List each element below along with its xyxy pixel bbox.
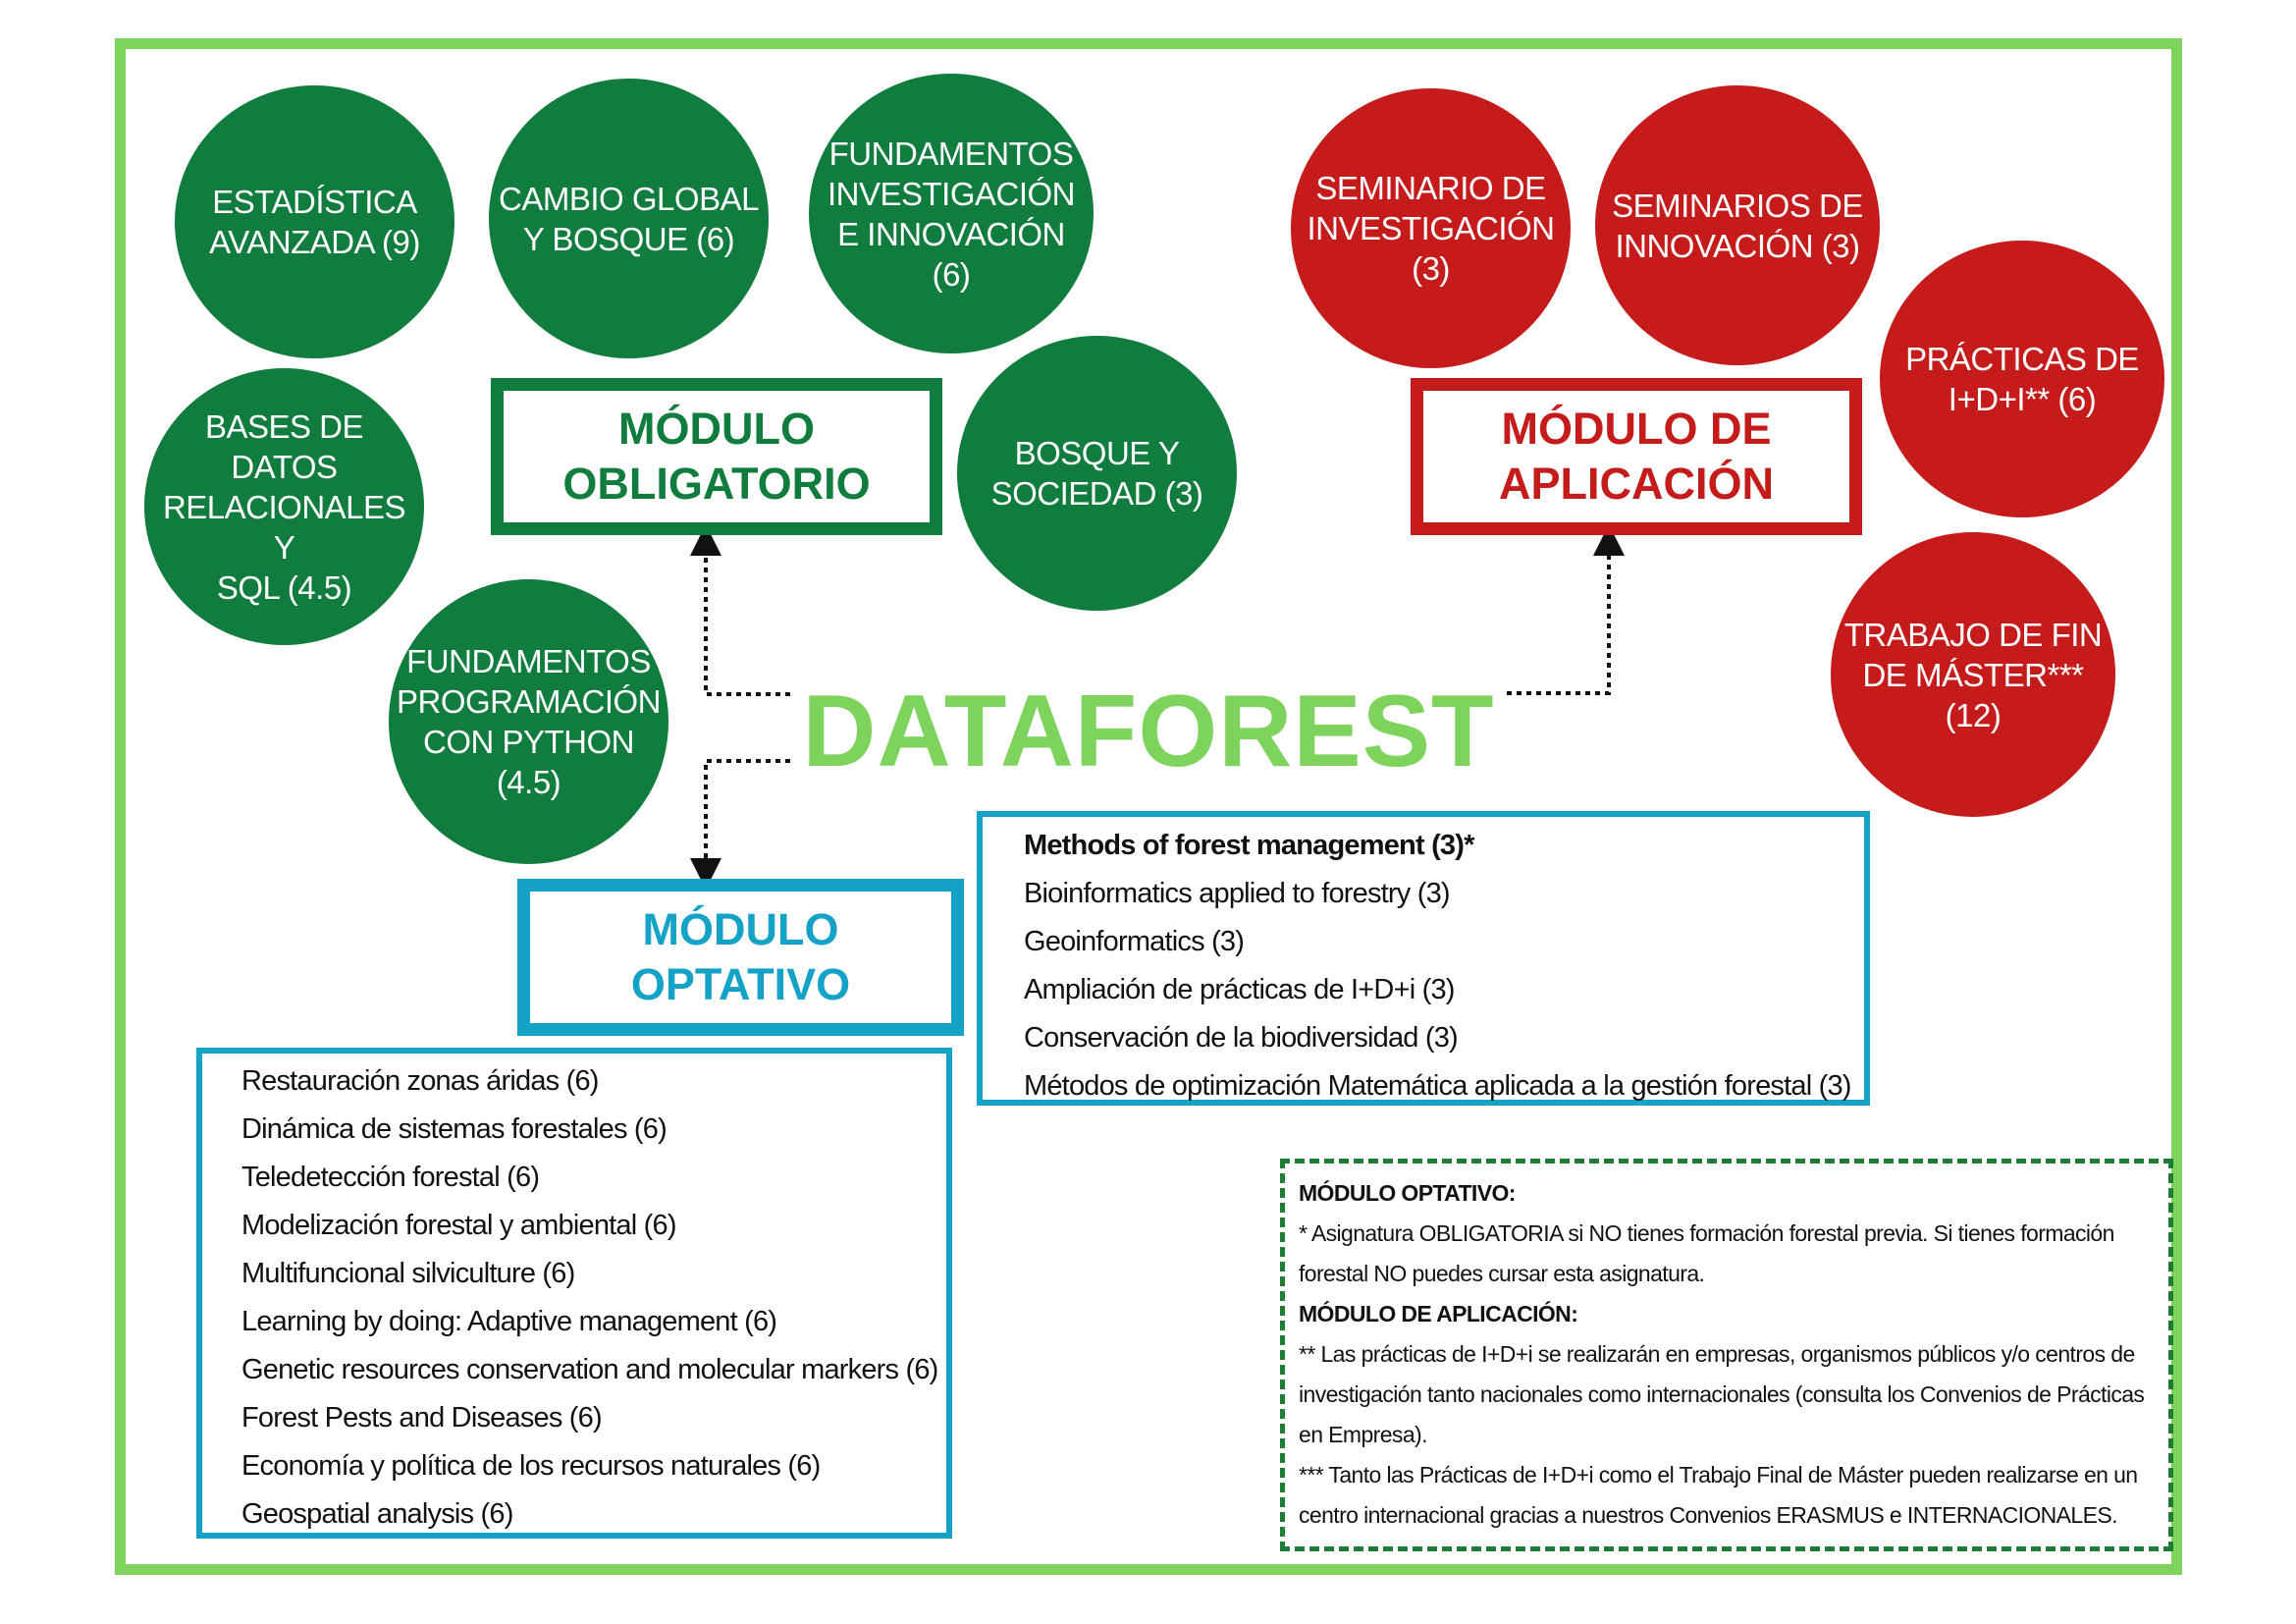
course-seminario-investigacion: SEMINARIO DE INVESTIGACIÓN (3) <box>1291 88 1571 368</box>
notes-optativo-heading: MÓDULO OPTATIVO: <box>1299 1180 1516 1206</box>
list-item: Modelización forestal y ambiental (6) <box>241 1210 676 1241</box>
list-item: Bioinformatics applied to forestry (3) <box>1024 878 1451 909</box>
list-item: Forest Pests and Diseases (6) <box>241 1402 603 1434</box>
connector-obligatorio <box>690 524 790 696</box>
list-item: Conservación de la biodiversidad (3) <box>1024 1022 1459 1054</box>
list-item: Learning by doing: Adaptive management (… <box>241 1306 777 1337</box>
modulo-optativo-box: MÓDULO OPTATIVO <box>517 879 964 1036</box>
course-seminarios-innovacion: SEMINARIOS DE INNOVACIÓN (3) <box>1595 85 1880 365</box>
course-trabajo-fin-master: TRABAJO DE FIN DE MÁSTER*** (12) <box>1831 532 2115 817</box>
notes-aplicacion-text-2: *** Tanto las Prácticas de I+D+i como el… <box>1299 1462 2138 1528</box>
course-fundamentos-investigacion: FUNDAMENTOS INVESTIGACIÓN E INNOVACIÓN (… <box>809 74 1094 353</box>
notes-aplicacion-heading: MÓDULO DE APLICACIÓN: <box>1299 1301 1578 1326</box>
optativo-list-right: Methods of forest management (3)* Bioinf… <box>977 811 1870 1106</box>
notes-aplicacion-text-1: ** Las prácticas de I+D+i se realizarán … <box>1299 1341 2145 1447</box>
list-item: Geospatial analysis (6) <box>241 1498 513 1530</box>
list-item: Geoinformatics (3) <box>1024 926 1245 957</box>
course-bosque-sociedad: BOSQUE Y SOCIEDAD (3) <box>957 336 1237 611</box>
list-item: Methods of forest management (3)* <box>1024 830 1474 861</box>
course-cambio-global-bosque: CAMBIO GLOBAL Y BOSQUE (6) <box>489 79 769 358</box>
optativo-list-left: Restauración zonas áridas (6) Dinámica d… <box>196 1048 952 1539</box>
outer-frame <box>115 38 2182 1575</box>
modulo-aplicacion-box: MÓDULO DE APLICACIÓN <box>1411 378 1862 535</box>
footnotes-box: MÓDULO OPTATIVO: * Asignatura OBLIGATORI… <box>1280 1159 2173 1551</box>
list-item: Multifuncional silviculture (6) <box>241 1258 575 1289</box>
list-item: Ampliación de prácticas de I+D+i (3) <box>1024 974 1455 1005</box>
list-item: Dinámica de sistemas forestales (6) <box>241 1113 667 1145</box>
course-practicas-idi: PRÁCTICAS DE I+D+I** (6) <box>1880 241 2164 517</box>
dataforest-title: DATAFOREST <box>802 675 1495 788</box>
notes-optativo-text: * Asignatura OBLIGATORIA si NO tienes fo… <box>1299 1220 2114 1286</box>
course-estadistica-avanzada: ESTADÍSTICA AVANZADA (9) <box>175 85 454 358</box>
list-item: Teledetección forestal (6) <box>241 1162 540 1193</box>
connector-aplicacion <box>1507 524 1625 695</box>
course-bases-de-datos: BASES DE DATOS RELACIONALES Y SQL (4.5) <box>144 368 424 645</box>
list-item: Economía y política de los recursos natu… <box>241 1450 821 1482</box>
course-fundamentos-python: FUNDAMENTOS PROGRAMACIÓN CON PYTHON (4.5… <box>389 579 668 864</box>
list-item: Métodos de optimización Matemática aplic… <box>1024 1070 1851 1102</box>
list-item: Restauración zonas áridas (6) <box>241 1065 599 1097</box>
connector-optativo <box>690 759 790 890</box>
modulo-obligatorio-box: MÓDULO OBLIGATORIO <box>491 378 942 535</box>
list-item: Genetic resources conservation and molec… <box>241 1354 938 1385</box>
